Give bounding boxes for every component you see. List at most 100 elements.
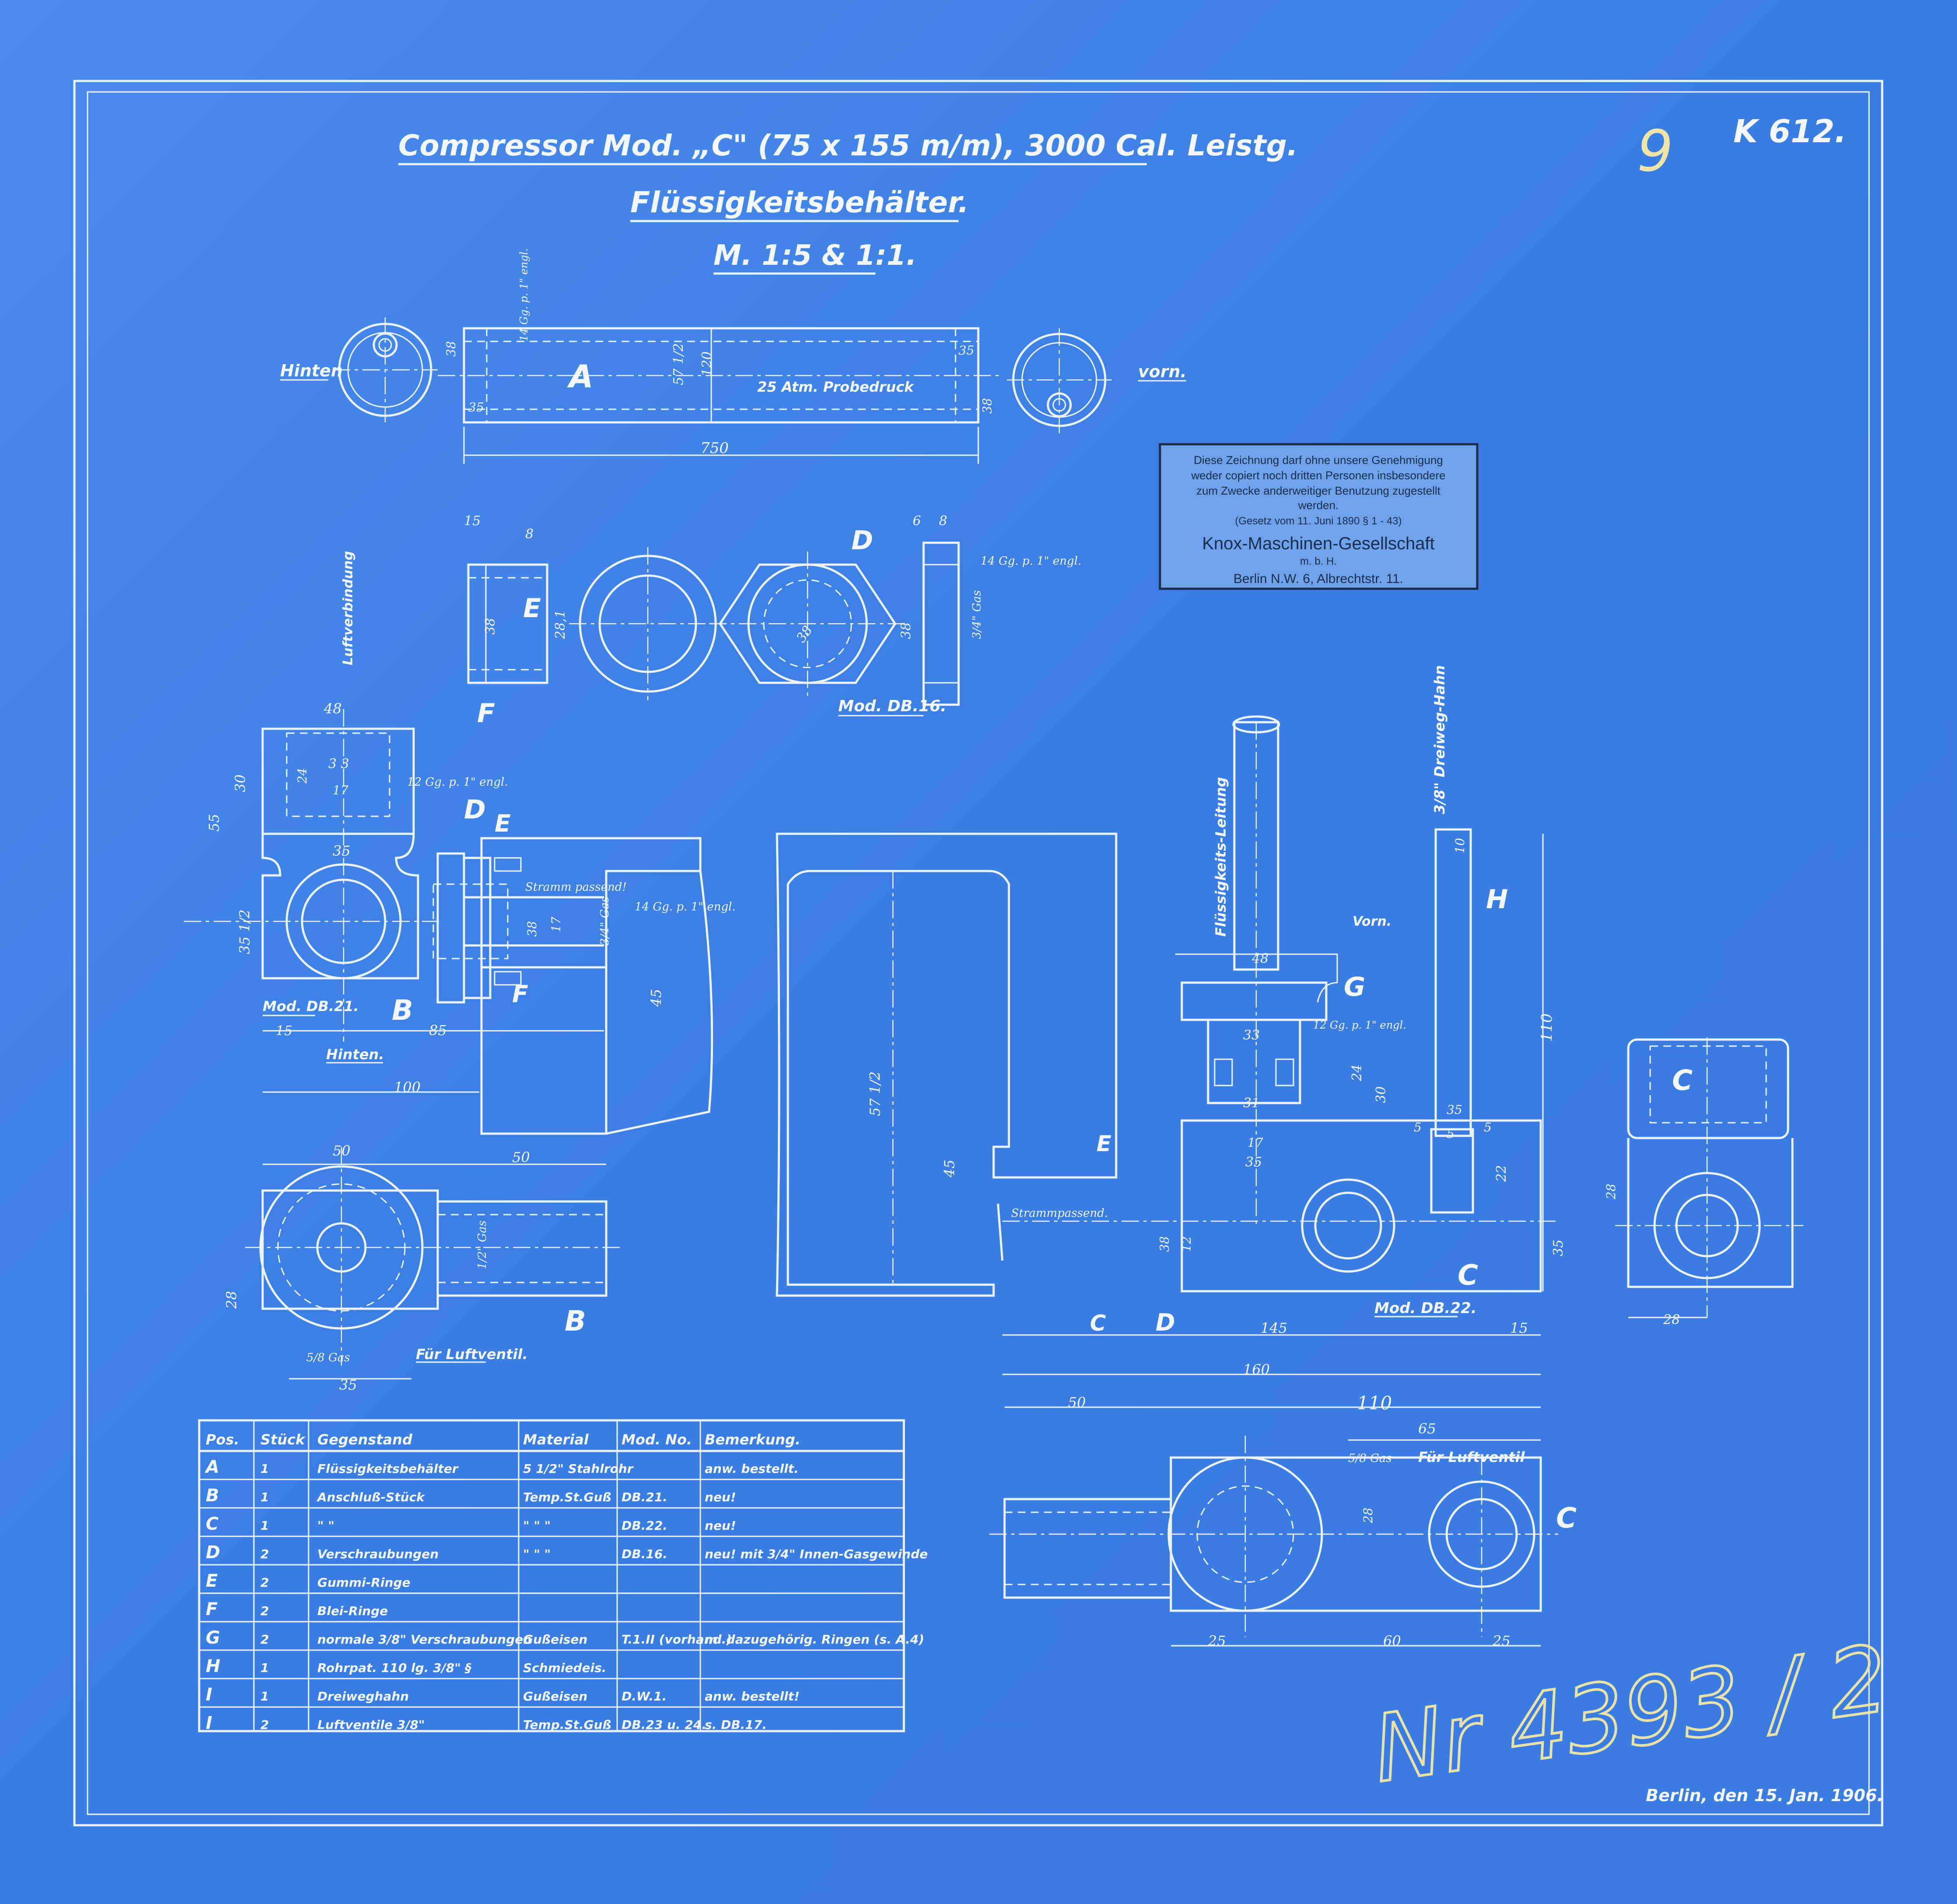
table-row-pos: D [206, 1542, 220, 1563]
svg-text:30: 30 [1374, 1086, 1389, 1103]
parts-table-grid [198, 1419, 905, 1732]
table-row-pos: A [204, 1457, 219, 1477]
dim-750: 750 [700, 439, 729, 457]
table-cell: Temp.St.Guß [523, 1718, 611, 1732]
svg-text:14 Gg. p. 1" engl.: 14 Gg. p. 1" engl. [635, 900, 736, 913]
mod-db22-label: Mod. DB.22. [1374, 1300, 1477, 1317]
table-cell: 1 [260, 1490, 269, 1504]
svg-text:35: 35 [959, 343, 974, 358]
svg-text:57 1/2: 57 1/2 [671, 343, 686, 385]
svg-text:38: 38 [1157, 1236, 1172, 1252]
part-b-plan-view: 50 50 28 1/2" Gas B 5/8 Gas Für Luftvent… [223, 1142, 622, 1393]
table-cell: Schmiedeis. [523, 1661, 606, 1675]
svg-text:145: 145 [1261, 1320, 1287, 1336]
svg-text:Stramm passend!: Stramm passend! [525, 881, 627, 894]
svg-text:35: 35 [1245, 1155, 1262, 1170]
svg-text:3 3: 3 3 [328, 756, 349, 772]
table-cell: 1 [260, 1461, 269, 1476]
svg-text:12 Gg. p. 1" engl.: 12 Gg. p. 1" engl. [1313, 1019, 1406, 1031]
table-cell: neu! [705, 1518, 736, 1533]
svg-text:35: 35 [1447, 1103, 1462, 1117]
table-cell: " " [317, 1518, 334, 1533]
svg-text:48: 48 [323, 700, 342, 717]
svg-text:30: 30 [232, 774, 249, 792]
part-c-end-view: C 28 28 [1604, 1037, 1803, 1328]
svg-text:D: D [464, 794, 486, 825]
svg-text:Flüssigkeits-Leitung: Flüssigkeits-Leitung [1212, 777, 1229, 937]
svg-text:3/4" Gas: 3/4" Gas [598, 896, 611, 945]
svg-text:120: 120 [699, 351, 715, 376]
svg-text:28: 28 [1604, 1184, 1618, 1200]
svg-text:28,1: 28,1 [553, 610, 568, 639]
table-row-pos: C [206, 1514, 218, 1534]
tank-view-a: Hinten A 25 Atm. Probedruck 120 57 1/2 7… [280, 248, 1187, 464]
svg-text:28: 28 [1663, 1312, 1680, 1328]
table-cell: Blei-Ringe [317, 1604, 388, 1618]
svg-text:38: 38 [444, 341, 458, 357]
table-header-cell: Mod. No. [622, 1431, 692, 1448]
svg-text:35 1/2: 35 1/2 [236, 910, 253, 954]
sheet-border-outer [73, 80, 1883, 1827]
svg-text:31: 31 [1243, 1096, 1260, 1111]
svg-text:35: 35 [1551, 1240, 1566, 1256]
svg-text:6: 6 [913, 513, 921, 529]
table-cell: Verschraubungen [317, 1547, 439, 1561]
svg-text:50: 50 [1068, 1394, 1086, 1411]
table-cell: Gußeisen [523, 1689, 587, 1704]
table-row-pos: I [206, 1685, 212, 1705]
svg-text:25: 25 [1208, 1633, 1226, 1649]
svg-text:35: 35 [468, 400, 484, 415]
table-cell: T.1.II (vorhand.) [622, 1632, 732, 1647]
title-line-3: M. 1:5 & 1:1. [713, 239, 917, 272]
table-cell: 2 [260, 1632, 269, 1647]
table-cell: s. DB.17. [705, 1718, 767, 1732]
table-cell: neu! mit 3/4" Innen-Gasgewinde [705, 1547, 928, 1561]
table-cell: Luftventile 3/8" [317, 1718, 425, 1732]
table-row-pos: E [206, 1571, 218, 1591]
svg-text:50: 50 [333, 1142, 351, 1159]
table-cell: DB.22. [622, 1518, 668, 1533]
svg-text:weder copiert noch dritten Per: weder copiert noch dritten Personen insb… [1191, 469, 1445, 482]
mod-db21-label: Mod. DB.21. [263, 998, 359, 1015]
table-header-cell: Material [523, 1431, 589, 1448]
pencil-note: Nr 4393 / 2 [1367, 1625, 1894, 1803]
svg-text:m. b. H.: m. b. H. [1300, 555, 1337, 567]
label-vorn: vorn. [1138, 362, 1187, 381]
svg-text:C: C [1090, 1310, 1106, 1336]
table-header-cell: Stück [260, 1431, 306, 1448]
svg-text:F: F [512, 980, 528, 1008]
svg-text:22: 22 [1494, 1165, 1509, 1182]
svg-text:24: 24 [1349, 1064, 1365, 1082]
table-cell: Rohrpat. 110 lg. 3/8" § [317, 1661, 471, 1675]
svg-text:E: E [495, 810, 511, 837]
part-b-section: Stramm passend! 14 Gg. p. 1" engl. 38 17… [432, 837, 736, 1135]
table-cell: " " " [523, 1547, 551, 1561]
svg-text:50: 50 [512, 1149, 530, 1166]
svg-text:E: E [1096, 1131, 1111, 1156]
table-cell: DB.23 u. 24. [622, 1718, 706, 1732]
table-cell: DB.21. [622, 1490, 668, 1504]
table-cell: " " " [523, 1518, 551, 1533]
svg-text:17: 17 [1247, 1135, 1263, 1150]
tank-section: 57 1/2 45 Strammpassend. E [776, 833, 1117, 1297]
svg-text:15: 15 [1510, 1320, 1528, 1336]
svg-text:45: 45 [648, 989, 664, 1007]
svg-text:E: E [523, 593, 541, 624]
table-cell: 2 [260, 1718, 269, 1732]
svg-text:B: B [565, 1305, 586, 1338]
svg-text:15: 15 [464, 513, 481, 529]
table-row-pos: H [206, 1656, 220, 1676]
svg-text:10: 10 [1453, 838, 1467, 854]
svg-text:Berlin N.W. 6, Albrechtstr. 11: Berlin N.W. 6, Albrechtstr. 11. [1233, 572, 1403, 586]
svg-text:Luftverbindung: Luftverbindung [341, 551, 356, 665]
title-line-1: Compressor Mod. „C" (75 x 155 m/m), 3000… [398, 129, 1298, 162]
svg-text:D: D [1156, 1309, 1175, 1336]
part-b-views: Luftverbindung 48 30 55 35 1/2 3 3 24 17… [184, 551, 604, 1096]
svg-text:24: 24 [295, 768, 309, 784]
svg-text:8: 8 [525, 527, 534, 542]
table-row-pos: F [206, 1599, 218, 1619]
table-cell: Gußeisen [523, 1632, 587, 1647]
svg-text:5: 5 [1414, 1120, 1422, 1135]
